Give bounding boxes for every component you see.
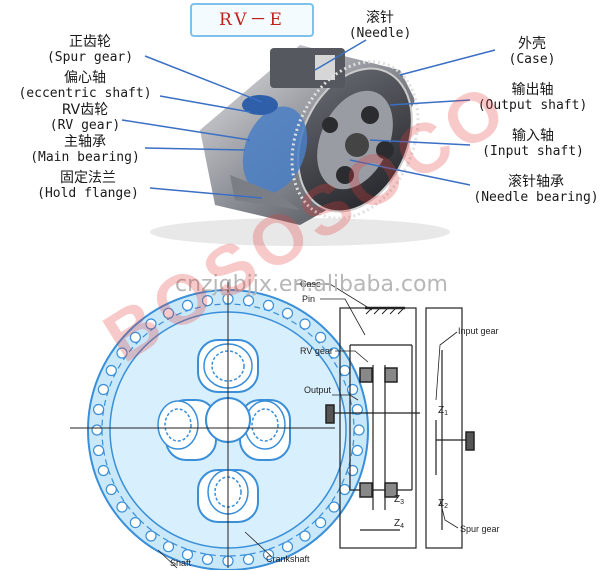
label-output-shaft-zh: 输出轴 (511, 82, 554, 98)
pin (351, 403, 363, 416)
schematic-label-spur-gear: Spur gear (460, 524, 500, 534)
label-eccentric-shaft-en: (eccentric shaft) (18, 86, 152, 101)
schematic-label-case: Case (300, 279, 321, 289)
rv-gear-shape (242, 106, 308, 194)
pin (315, 517, 327, 529)
ground-hatching (365, 306, 405, 315)
label-output-shaft-en: (Output shaft) (477, 98, 588, 113)
label-case-en: (Case) (508, 52, 556, 67)
label-needle-zh: 滚针 (366, 10, 394, 26)
pin (242, 553, 255, 565)
pin (181, 549, 194, 561)
pin (201, 553, 214, 565)
label-main-bearing: 主轴承 (Main bearing) (20, 134, 150, 166)
pin (315, 331, 327, 344)
label-input-shaft: 输入轴 (Input shaft) (473, 128, 593, 160)
pin (281, 541, 294, 553)
pin (97, 383, 110, 396)
pin-ring (91, 293, 365, 567)
label-hold-flange-zh: 固定法兰 (60, 170, 116, 186)
shaft-ends (325, 367, 475, 498)
pin (116, 501, 128, 513)
pin (242, 294, 255, 307)
label-spur-gear: 正齿轮 (Spur gear) (30, 34, 150, 66)
label-eccentric-shaft: 偏心轴 (eccentric shaft) (5, 70, 165, 102)
pin (162, 541, 175, 553)
pin (339, 483, 351, 496)
label-input-shaft-en: (Input shaft) (482, 144, 584, 159)
z3-label: Z3 (394, 494, 404, 506)
pin (105, 364, 117, 377)
z2-label: Z2 (438, 498, 448, 510)
pin (299, 530, 311, 542)
label-hold-flange-en: (Hold flange) (37, 186, 139, 201)
schematic-diagram: Case Pin RV gear Output Input gear Spur … (70, 279, 500, 570)
label-hold-flange: 固定法兰 (Hold flange) (28, 170, 148, 202)
label-case: 外壳 (Case) (497, 36, 567, 68)
z1-label: Z1 (438, 405, 448, 417)
pin (201, 294, 214, 307)
schematic-label-output: Output (304, 385, 332, 395)
pin (97, 464, 110, 477)
label-needle-bearing: 滚针轴承 (Needle bearing) (466, 174, 606, 206)
label-main-bearing-zh: 主轴承 (64, 134, 106, 150)
label-needle-bearing-en: (Needle bearing) (473, 190, 599, 205)
pin (181, 299, 194, 312)
pin (347, 464, 359, 477)
schematic-label-pin: Pin (302, 294, 315, 304)
cutaway-illustration (121, 39, 496, 246)
schematic-leaders (157, 283, 459, 569)
pin (339, 364, 351, 377)
pin (262, 549, 275, 561)
label-main-bearing-en: (Main bearing) (30, 150, 140, 165)
label-needle-en: (Needle) (348, 26, 412, 41)
label-needle: 滚针 (Needle) (345, 10, 415, 42)
label-input-shaft-zh: 输入轴 (512, 128, 554, 144)
schematic-label-shaft: Shaft (170, 558, 192, 568)
pin (351, 444, 363, 457)
pin (262, 299, 275, 312)
pin (328, 347, 340, 359)
label-spur-gear-en: (Spur gear) (46, 50, 134, 65)
pin (347, 383, 359, 396)
pin (129, 331, 141, 344)
pin (105, 483, 117, 496)
label-rv-gear: RV齿轮 (RV gear) (40, 102, 130, 134)
pin (328, 501, 340, 513)
pin (162, 307, 175, 319)
pin (116, 347, 128, 359)
pin (281, 307, 294, 319)
pin (92, 403, 105, 416)
pin (353, 424, 365, 436)
pin (129, 517, 141, 529)
label-case-zh: 外壳 (518, 36, 546, 52)
pin (91, 424, 103, 436)
eccentric-shaft-shape (242, 95, 278, 115)
schematic-label-input-gear: Input gear (458, 326, 499, 336)
schematic-label-rv-gear: RV gear (300, 346, 333, 356)
crank-bearings (157, 343, 286, 515)
title-box: RV－E (190, 3, 314, 37)
label-eccentric-shaft-zh: 偏心轴 (64, 70, 106, 86)
pin (299, 318, 311, 330)
pin (92, 444, 105, 457)
label-output-shaft: 输出轴 (Output shaft) (470, 82, 595, 114)
diagram-title: RV－E (219, 10, 285, 30)
label-rv-gear-zh: RV齿轮 (61, 102, 109, 118)
watermark-url: cnzjgbjjx.en.alibaba.com (175, 272, 448, 297)
label-rv-gear-en: (RV gear) (49, 118, 121, 133)
z4-label: Z4 (394, 518, 404, 530)
pin (145, 530, 157, 542)
schematic-label-crankshaft: Crankshaft (266, 554, 310, 564)
label-spur-gear-zh: 正齿轮 (69, 34, 111, 50)
label-needle-bearing-zh: 滚针轴承 (508, 174, 564, 190)
pin (145, 318, 157, 330)
